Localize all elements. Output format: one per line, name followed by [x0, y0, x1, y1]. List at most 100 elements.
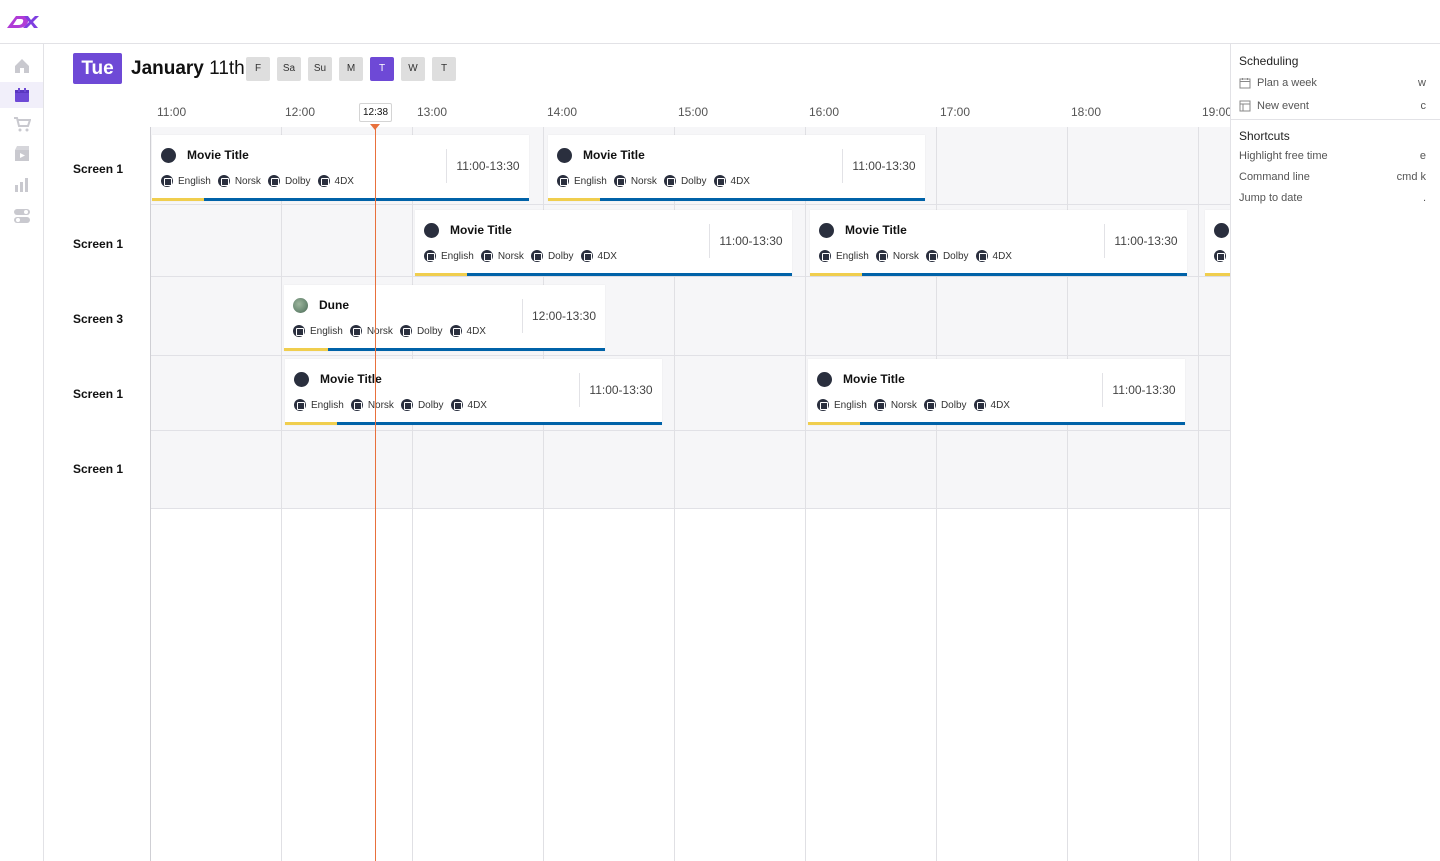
day-chip[interactable]: W: [401, 56, 425, 81]
event-progress-bar: [1205, 273, 1230, 276]
event-time: 11:00-13:30: [709, 224, 792, 258]
time-tick: 17:00: [940, 105, 971, 119]
movie-poster-icon: [1214, 223, 1229, 238]
event-card[interactable]: Movie Title English Norsk Dolby 4DX 11:0…: [152, 135, 529, 201]
new-event-action[interactable]: New event c: [1239, 100, 1426, 112]
schedule-grid[interactable]: Movie Title English Norsk Dolby 4DX 11:0…: [150, 127, 1230, 861]
jump-to-date-action[interactable]: Jump to date .: [1239, 192, 1426, 204]
highlight-free-time-label: Highlight free time: [1239, 150, 1328, 162]
event-progress-done: [284, 348, 328, 351]
day-chip-active[interactable]: T: [370, 56, 394, 81]
highlight-free-time-shortcut: e: [1419, 150, 1426, 162]
tag-subtitles: Norsk: [217, 175, 261, 187]
day-chip[interactable]: M: [339, 56, 363, 81]
hour-gridline: [543, 127, 544, 861]
time-tick: 15:00: [678, 105, 709, 119]
event-card[interactable]: Movie Title English Norsk Dolby 4DX 11:0…: [548, 135, 925, 201]
tag-language: English: [294, 399, 344, 411]
tag-format: 4DX: [450, 399, 487, 411]
event-tags: English Norsk Dolby 4DX: [819, 250, 1019, 262]
row-label: Screen 1: [73, 237, 124, 251]
event-title: Movie Title: [187, 148, 249, 162]
time-tick: 16:00: [809, 105, 840, 119]
row-label: Screen 1: [73, 387, 124, 401]
day-badge[interactable]: Tue: [73, 53, 122, 84]
event-tags: English Norsk Dolby 4DX: [817, 399, 1017, 411]
time-tick: 11:00: [157, 105, 187, 119]
event-card-truncated[interactable]: [1205, 210, 1230, 276]
dx-logo[interactable]: [4, 10, 40, 34]
day-chip[interactable]: T: [432, 56, 456, 81]
speaker-icon: [399, 325, 412, 337]
time-tick: 19:00: [1202, 105, 1233, 119]
row-label: Screen 3: [73, 312, 124, 326]
date-label: 11th: [209, 57, 245, 79]
hour-gridline: [281, 127, 282, 861]
format-icon: [713, 175, 726, 187]
event-progress-done: [285, 422, 337, 425]
date-header: Tue January 11th F Sa Su M T W T: [73, 53, 456, 84]
tag-language: English: [817, 399, 867, 411]
day-chip[interactable]: Su: [308, 56, 332, 81]
event-tags: English Norsk Dolby 4DX: [294, 399, 494, 411]
nav-stats[interactable]: [0, 171, 43, 197]
now-marker: [370, 124, 380, 130]
tag-language: English: [161, 175, 211, 187]
format-icon: [580, 250, 593, 262]
tag-language: English: [819, 250, 869, 262]
command-line-label: Command line: [1239, 171, 1310, 183]
event-time: 11:00-13:30: [579, 373, 662, 407]
date-title: January 11th: [131, 57, 245, 80]
subtitles-icon: [873, 399, 886, 411]
hour-gridline: [674, 127, 675, 861]
movie-poster-icon: [817, 372, 832, 387]
hour-gridline: [1067, 127, 1068, 861]
tag-subtitles: Norsk: [480, 250, 524, 262]
tag-audio: Dolby: [925, 250, 969, 262]
event-card[interactable]: Dune English Norsk Dolby 4DX 12:00-13:30: [284, 285, 605, 351]
event-title: Movie Title: [320, 372, 382, 386]
event-time: 11:00-13:30: [1102, 373, 1185, 407]
month-label: January: [131, 57, 204, 79]
event-progress-done: [415, 273, 467, 276]
event-card[interactable]: Movie Title English Norsk Dolby 4DX 11:0…: [285, 359, 662, 425]
globe-icon: [1214, 250, 1226, 262]
event-progress-bar: [808, 422, 1185, 425]
hour-gridline: [412, 127, 413, 861]
plan-week-label: Plan a week: [1257, 77, 1317, 89]
globe-icon: [557, 175, 569, 187]
nav-shop[interactable]: [0, 111, 43, 137]
event-title: Dune: [319, 298, 349, 312]
day-selector: F Sa Su M T W T: [246, 56, 456, 81]
event-progress-done: [152, 198, 204, 201]
event-card[interactable]: Movie Title English Norsk Dolby 4DX 11:0…: [808, 359, 1185, 425]
nav-settings[interactable]: [0, 203, 43, 229]
day-chip[interactable]: Sa: [277, 56, 301, 81]
plan-week-action[interactable]: Plan a week w: [1239, 77, 1426, 89]
tag-subtitles: Norsk: [873, 399, 917, 411]
nav-movies[interactable]: [0, 141, 43, 167]
time-tick: 18:00: [1071, 105, 1102, 119]
movie-poster-icon: [819, 223, 834, 238]
tag-audio: Dolby: [530, 250, 574, 262]
event-progress-bar: [548, 198, 925, 201]
film-icon: [14, 146, 29, 161]
event-tags: English Norsk Dolby 4DX: [424, 250, 624, 262]
grid-row[interactable]: [151, 431, 1230, 509]
command-line-action[interactable]: Command line cmd k: [1239, 171, 1426, 183]
nav-schedule[interactable]: [0, 82, 43, 108]
time-axis: 11:00 12:00 13:00 14:00 15:00 16:00 17:0…: [150, 100, 1233, 126]
day-chip[interactable]: F: [246, 56, 270, 81]
event-card[interactable]: Movie Title English Norsk Dolby 4DX 11:0…: [810, 210, 1187, 276]
globe-icon: [294, 399, 306, 411]
nav-home[interactable]: [0, 53, 43, 79]
event-card[interactable]: Movie Title English Norsk Dolby 4DX 11:0…: [415, 210, 792, 276]
event-progress-done: [1205, 273, 1230, 276]
shortcuts-heading: Shortcuts: [1239, 129, 1290, 143]
cart-icon: [13, 117, 31, 132]
command-line-shortcut: cmd k: [1396, 171, 1426, 183]
event-title: Movie Title: [845, 223, 907, 237]
subtitles-icon: [480, 250, 493, 262]
tag-audio: Dolby: [663, 175, 707, 187]
highlight-free-time-action[interactable]: Highlight free time e: [1239, 150, 1426, 162]
